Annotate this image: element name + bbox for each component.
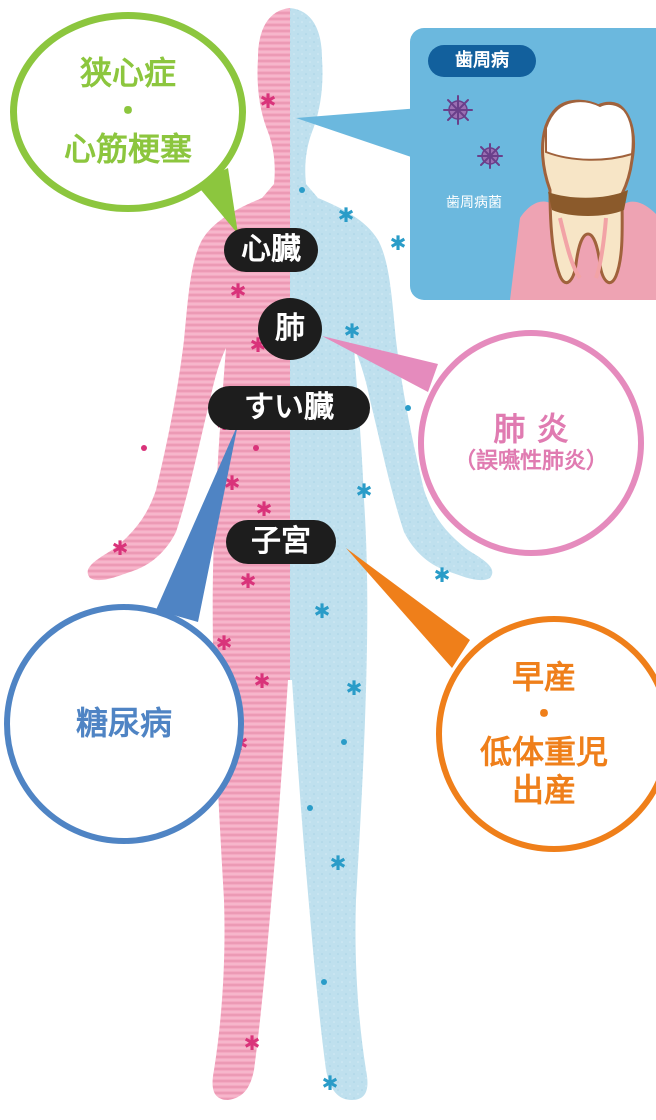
svg-text:✱: ✱ — [356, 479, 373, 503]
svg-text:✱: ✱ — [344, 319, 361, 343]
disease-circle-lung: 肺 炎 （誤嚥性肺炎） — [418, 330, 644, 556]
svg-text:✱: ✱ — [244, 1031, 261, 1055]
disease-lung-line2: （誤嚥性肺炎） — [453, 448, 608, 474]
disease-heart-line2: 心筋梗塞 — [63, 129, 192, 168]
svg-text:✱: ✱ — [346, 676, 363, 700]
svg-text:✱: ✱ — [338, 203, 355, 227]
periodontal-title: 歯周病 — [428, 45, 536, 77]
organ-label-pancreas: すい臓 — [208, 386, 370, 430]
svg-text:✱: ✱ — [314, 599, 331, 623]
organ-label-heart: 心臓 — [224, 228, 318, 272]
svg-text:✱: ✱ — [390, 231, 407, 255]
disease-uterus-dot: ・ — [527, 695, 560, 734]
uterus-pointer — [346, 548, 470, 668]
svg-text:✱: ✱ — [254, 669, 271, 693]
disease-uterus-line1: 早産 — [511, 657, 576, 696]
disease-circle-uterus: 早産 ・ 低体重児 出産 — [436, 616, 656, 852]
disease-uterus-line3: 出産 — [511, 770, 576, 809]
pancreas-pointer — [156, 424, 238, 622]
disease-circle-pancreas: 糖尿病 — [4, 604, 244, 844]
disease-pancreas-line1: 糖尿病 — [75, 704, 172, 743]
svg-text:✱: ✱ — [240, 569, 257, 593]
tooth-illustration — [443, 95, 656, 300]
svg-text:✱: ✱ — [230, 279, 247, 303]
disease-heart-dot: ・ — [111, 92, 144, 131]
svg-text:✱: ✱ — [330, 851, 347, 875]
svg-text:✱: ✱ — [256, 497, 273, 521]
organ-label-lung: 肺 — [258, 298, 322, 360]
bacteria-caption: 歯周病菌 — [446, 195, 502, 211]
disease-uterus-line2: 低体重児 — [479, 733, 608, 771]
disease-heart-line1: 狭心症 — [79, 54, 176, 93]
svg-text:✱: ✱ — [224, 471, 241, 495]
svg-text:✱: ✱ — [216, 631, 233, 655]
disease-circle-heart: 狭心症 ・ 心筋梗塞 — [10, 12, 246, 212]
svg-text:✱: ✱ — [260, 89, 277, 113]
mouth-pointer — [296, 108, 420, 160]
lung-pointer — [322, 336, 438, 392]
svg-text:✱: ✱ — [322, 1071, 339, 1095]
organ-label-uterus: 子宮 — [226, 520, 336, 564]
svg-text:✱: ✱ — [112, 536, 129, 560]
disease-lung-line1: 肺 炎 — [493, 410, 569, 449]
svg-text:✱: ✱ — [434, 563, 451, 587]
